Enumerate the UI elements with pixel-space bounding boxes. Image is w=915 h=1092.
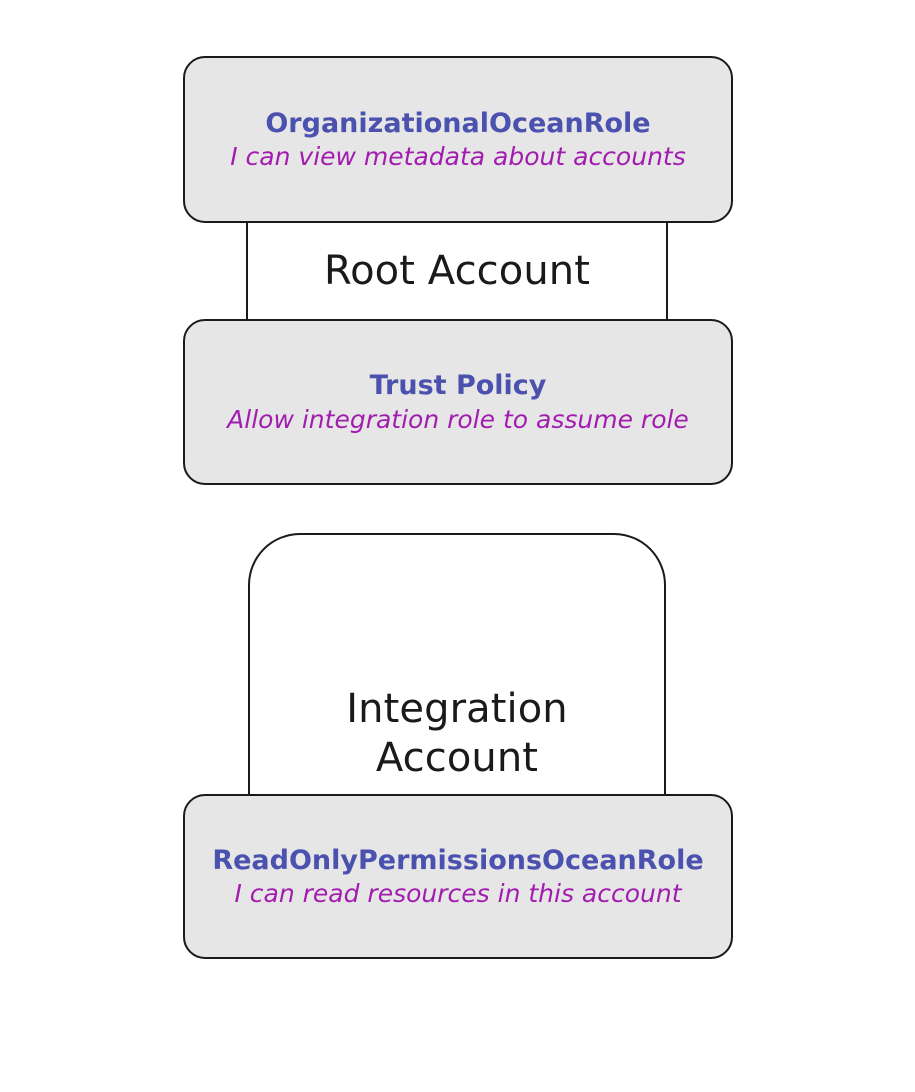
role-box-trust-policy: Trust Policy Allow integration role to a… — [183, 319, 733, 485]
account-container-integration: Integration Account — [248, 533, 666, 795]
account-label-root: Root Account — [323, 247, 591, 294]
role-title-readonly-permissions-ocean-role: ReadOnlyPermissionsOceanRole — [212, 844, 704, 876]
role-title-trust-policy: Trust Policy — [369, 370, 547, 402]
role-description-readonly-permissions-ocean-role: I can read resources in this account — [234, 879, 682, 909]
role-description-organizational-ocean-role: I can view metadata about accounts — [230, 142, 686, 172]
role-box-organizational-ocean-role: OrganizationalOceanRole I can view metad… — [183, 56, 733, 223]
role-box-readonly-permissions-ocean-role: ReadOnlyPermissionsOceanRole I can read … — [183, 794, 733, 959]
account-container-root: Root Account — [246, 221, 668, 321]
role-title-organizational-ocean-role: OrganizationalOceanRole — [265, 107, 651, 139]
account-label-integration: Integration Account — [346, 686, 568, 782]
role-description-trust-policy: Allow integration role to assume role — [227, 404, 689, 434]
